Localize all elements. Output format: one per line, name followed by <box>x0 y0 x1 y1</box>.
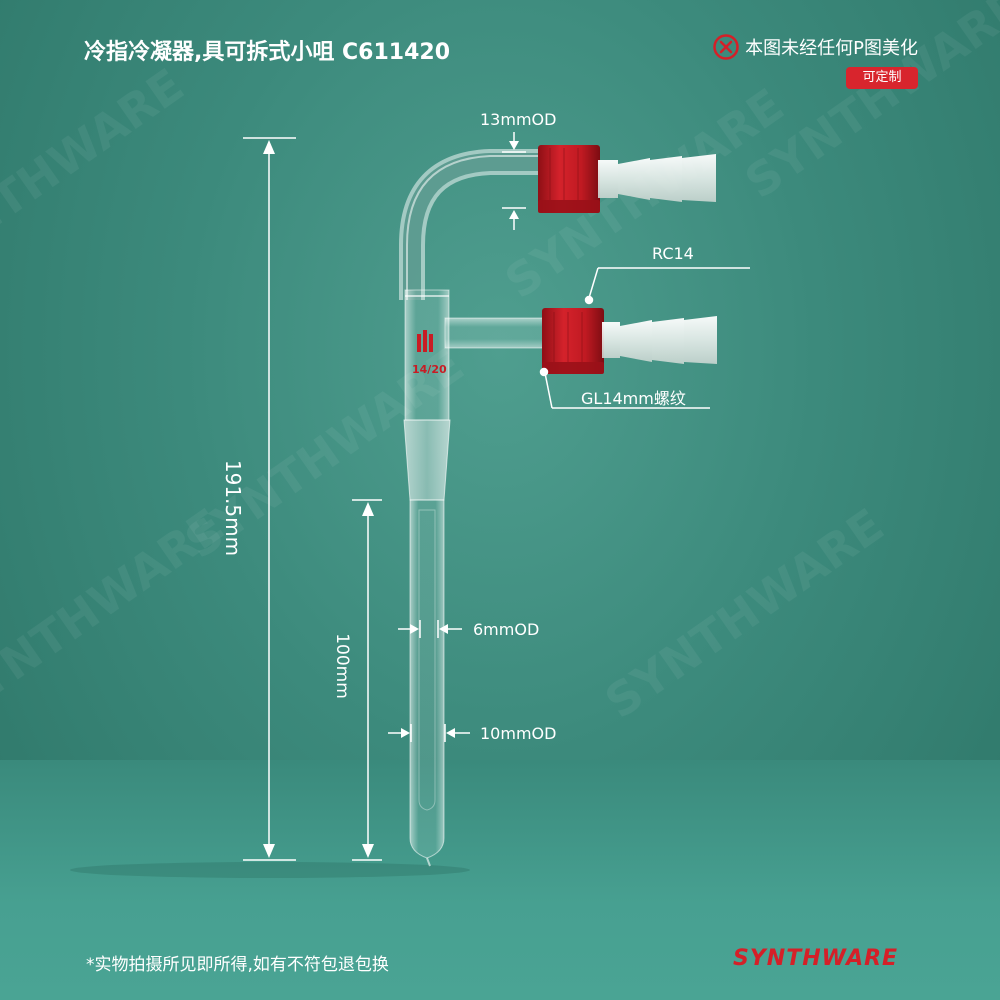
inner-od-label: 6mmOD <box>473 620 540 639</box>
bent-tube-inner <box>403 153 545 300</box>
top-hose-barb <box>598 154 716 202</box>
x-circle-icon <box>713 34 739 60</box>
product-title: 冷指冷凝器,具可拆式小咀 C611420 <box>84 40 451 65</box>
notice-text: 本图未经任何P图美化 <box>745 38 918 59</box>
customizable-badge: 可定制 <box>846 67 918 89</box>
backdrop-floor <box>0 760 1000 1000</box>
bent-tube-highlight <box>406 155 545 300</box>
brand-logo: SYNTHWARE <box>733 946 899 971</box>
top-od-label: 13mmOD <box>480 110 557 129</box>
side-red-cap <box>542 308 604 374</box>
footer-disclaimer: *实物拍摄所见即所得,如有不符包退包换 <box>86 955 389 975</box>
thread-label: GL14mm螺纹 <box>581 389 686 408</box>
top-red-cap <box>538 145 600 213</box>
joint-marking: 14/20 <box>412 363 447 376</box>
condenser-body <box>404 289 450 421</box>
side-arm-tube <box>444 317 551 349</box>
connector-label: RC14 <box>652 244 694 263</box>
no-retouch-notice: 本图未经任何P图美化 <box>713 34 918 60</box>
finger-length-label: 100mm <box>332 633 352 699</box>
product-shadow <box>70 862 470 878</box>
outer-od-label: 10mmOD <box>480 724 557 743</box>
side-hose-barb <box>602 316 717 364</box>
inner-tube <box>418 509 436 811</box>
total-length-label: 191.5mm <box>221 459 245 557</box>
glass-logo <box>417 330 433 352</box>
